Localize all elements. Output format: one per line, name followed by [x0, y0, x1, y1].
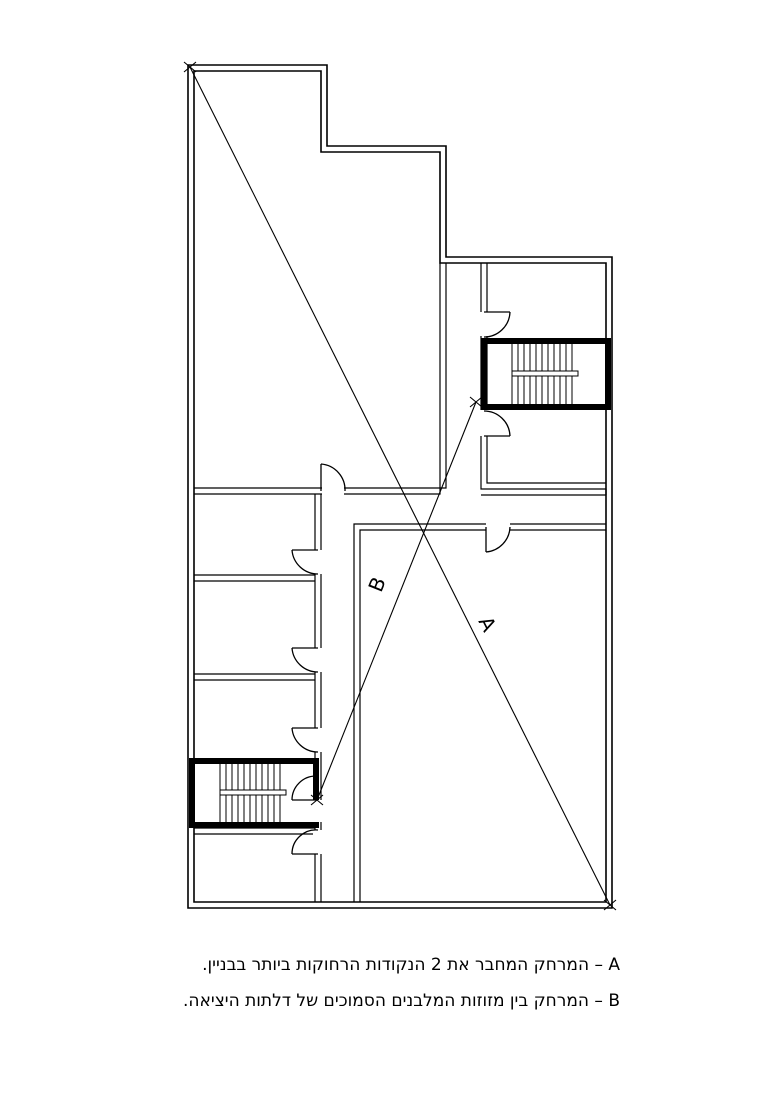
legend-line-b: B – המרחק בין מזוזות המלבנים הסמוכים של … — [183, 991, 620, 1011]
bottom-right-room — [353, 523, 606, 902]
right-stair-block — [480, 263, 607, 496]
stair-core-bottom — [189, 758, 319, 828]
stair-core-top — [481, 338, 611, 410]
top-left-room — [194, 263, 447, 495]
label-a: A — [474, 612, 502, 635]
distance-line-a — [183, 61, 617, 911]
floor-plan: A B — [183, 61, 617, 911]
label-b: B — [363, 573, 390, 595]
doors — [291, 311, 511, 855]
left-rooms — [194, 494, 322, 902]
distance-line-b — [310, 396, 483, 806]
legend-line-a: A – המרחק המחבר את 2 הנקודות הרחוקות ביו… — [202, 955, 620, 975]
